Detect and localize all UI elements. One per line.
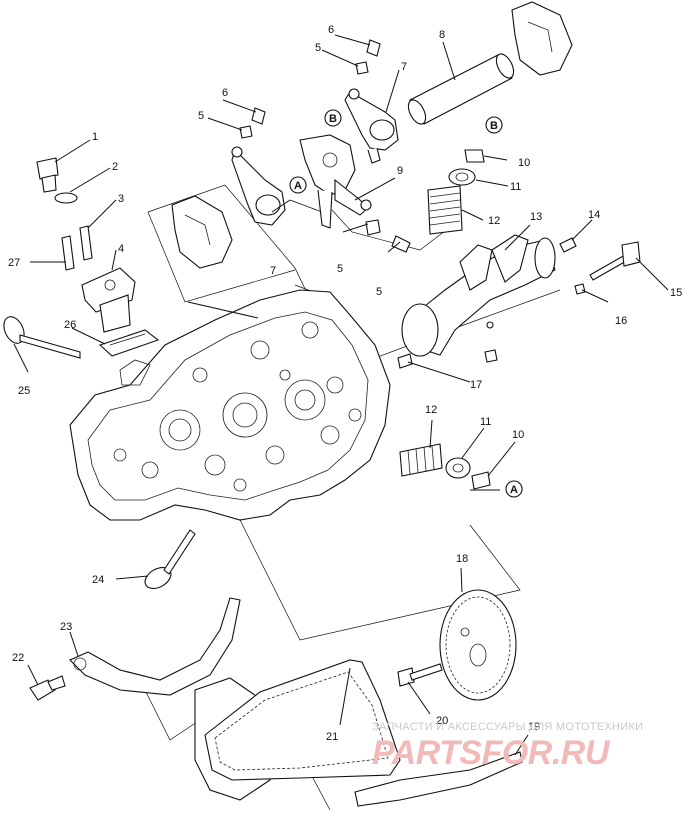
label-16: 16 <box>615 315 627 327</box>
camshaft <box>401 234 556 363</box>
label-6-top: 6 <box>328 24 334 36</box>
label-22: 22 <box>12 652 24 664</box>
valve-spring-lower <box>399 443 491 490</box>
chain-guide <box>69 597 241 696</box>
cylinder-head <box>69 289 391 521</box>
label-5-lower-b: 5 <box>376 286 382 298</box>
label-11-lower: 11 <box>480 416 491 428</box>
label-5-left: 5 <box>198 110 204 122</box>
label-7-lower: 7 <box>270 265 276 277</box>
label-4: 4 <box>118 243 124 255</box>
cam-sprocket <box>439 589 517 701</box>
label-7-top: 7 <box>401 61 407 73</box>
rocker-arm-right <box>344 88 399 164</box>
cam-chain-tensioner <box>81 267 136 333</box>
watermark-tagline: ЗАПЧАСТИ И АКСЕССУАРЫ ДЛЯ МОТОТЕХНИКИ <box>372 721 644 733</box>
watermark-logo: PARTSFOR.RU <box>372 734 609 772</box>
label-13: 13 <box>530 211 542 223</box>
label-23: 23 <box>60 621 72 633</box>
decompressor-shaft <box>589 241 641 281</box>
label-12-top: 12 <box>488 215 500 227</box>
label-15: 15 <box>670 287 682 299</box>
label-10-top: 10 <box>518 157 530 169</box>
label-3: 3 <box>118 193 124 205</box>
label-5-lower-a: 5 <box>337 263 343 275</box>
reference-mark-b-right: B <box>485 116 503 134</box>
reference-mark-b-top: B <box>324 109 342 127</box>
label-12-lower: 12 <box>425 404 437 416</box>
label-14: 14 <box>588 209 600 221</box>
reference-marks: B B A A <box>289 109 523 498</box>
reference-mark-b-top-text: B <box>329 113 337 125</box>
head-ports <box>113 321 362 492</box>
label-19: 19 <box>528 721 540 733</box>
drain-plug <box>36 157 59 193</box>
reference-mark-a-top-text: A <box>294 180 302 192</box>
label-24: 24 <box>92 574 104 586</box>
label-27: 27 <box>8 257 20 269</box>
rocker-shaft <box>407 53 515 125</box>
label-18: 18 <box>456 553 468 565</box>
label-20: 20 <box>436 715 448 727</box>
exhaust-valve <box>144 529 196 590</box>
part-labels: 1 2 3 4 27 26 25 7 5 5 6 5 6 5 7 8 9 10 … <box>8 24 682 743</box>
left-side-parts <box>3 157 491 590</box>
leader-lines <box>13 34 669 756</box>
rocker-arm-center <box>299 134 372 229</box>
label-8: 8 <box>439 29 445 41</box>
label-21: 21 <box>326 731 338 743</box>
reference-mark-a-lower: A <box>505 480 523 498</box>
timing-drive <box>29 589 523 807</box>
label-9: 9 <box>397 165 403 177</box>
reference-mark-b-right-text: B <box>490 120 498 132</box>
label-11-top: 11 <box>510 181 521 193</box>
valve-spring-upper <box>427 149 485 235</box>
label-5-top: 5 <box>315 42 321 54</box>
reference-mark-a-lower-text: A <box>510 484 518 496</box>
rocker-arm-left <box>231 146 286 226</box>
label-25: 25 <box>18 385 30 397</box>
intake-valve <box>3 316 81 359</box>
reference-mark-a-top: A <box>289 176 307 194</box>
label-1: 1 <box>92 131 98 143</box>
rocker-assembly <box>171 1 641 369</box>
label-17: 17 <box>470 379 482 391</box>
label-26: 26 <box>64 319 76 331</box>
label-6-left: 6 <box>222 87 228 99</box>
label-10-lower: 10 <box>512 429 524 441</box>
label-2: 2 <box>112 161 118 173</box>
